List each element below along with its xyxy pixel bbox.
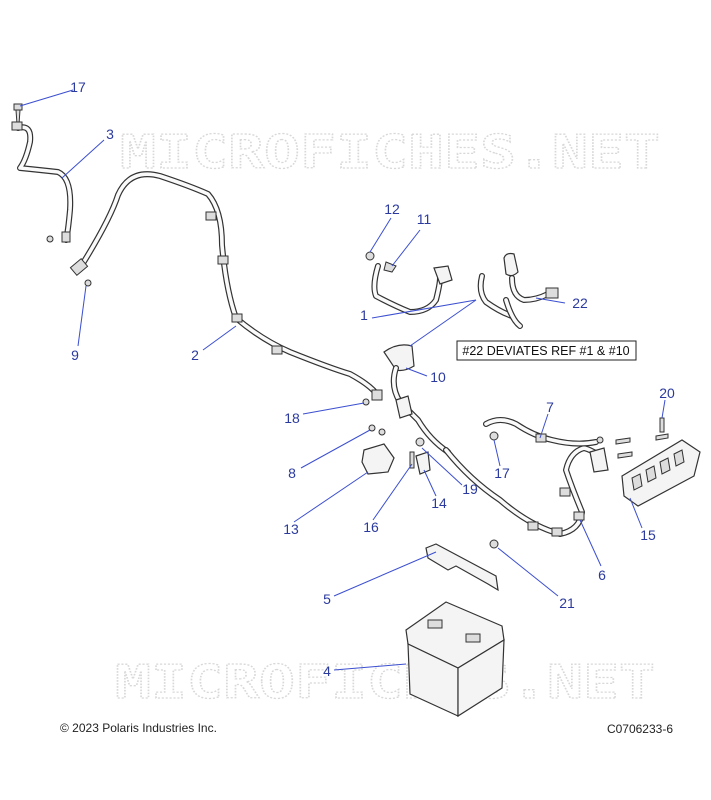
callout-21: 21 <box>559 595 575 611</box>
part-fuse-block-15 <box>621 439 701 507</box>
part-battery-4 <box>405 601 505 718</box>
part-harness-1 <box>371 263 515 319</box>
part-nut-18 <box>362 398 370 406</box>
callout-5: 5 <box>323 591 331 607</box>
callout-22: 22 <box>572 295 588 311</box>
part-relay-13 <box>361 443 395 475</box>
watermark-top: MICROFICHES.NET <box>120 125 660 179</box>
callout-15: 15 <box>640 527 656 543</box>
copyright-text: © 2023 Polaris Industries Inc. <box>60 721 217 735</box>
note-text: #22 DEVIATES REF #1 & #10 <box>462 344 629 358</box>
callout-16: 16 <box>363 519 379 535</box>
callout-10: 10 <box>430 369 446 385</box>
part-nut-19 <box>415 437 425 447</box>
watermark-bottom: MICROFICHES.NET <box>115 655 655 709</box>
note-box <box>456 340 637 361</box>
part-boot-10 <box>383 344 451 455</box>
part-cable-6 <box>443 445 609 537</box>
callout-9: 9 <box>71 347 79 363</box>
callout-7: 7 <box>546 399 554 415</box>
callout-13: 13 <box>283 521 299 537</box>
callout-4: 4 <box>323 663 331 679</box>
part-nut-17-lower <box>489 431 499 441</box>
callout-18: 18 <box>284 410 300 426</box>
part-nut-8b <box>378 428 386 436</box>
part-cable-2 <box>69 171 383 401</box>
part-nut-9 <box>84 279 92 287</box>
diagram-code: C0706233-6 <box>607 722 673 736</box>
part-nut-8 <box>368 424 376 432</box>
callout-3: 3 <box>106 126 114 142</box>
part-bolt-17-top <box>13 103 23 125</box>
callout-1: 1 <box>360 307 368 323</box>
callout-14: 14 <box>431 495 447 511</box>
part-bracket-14 <box>415 451 431 475</box>
part-bolts-20 <box>615 417 669 459</box>
part-nut-12 <box>365 251 375 261</box>
callout-11: 11 <box>417 211 432 227</box>
callout-12: 12 <box>384 201 400 217</box>
callout-8: 8 <box>288 465 296 481</box>
part-bolt-16 <box>409 451 415 469</box>
part-screw-21 <box>489 539 499 549</box>
part-cable-7 <box>483 417 604 447</box>
callout-6: 6 <box>598 567 606 583</box>
callout-17-lower: 17 <box>494 465 510 481</box>
callout-20: 20 <box>659 385 675 401</box>
callouts: 17 3 9 2 12 11 1 22 10 18 7 20 17 8 19 1… <box>70 79 675 679</box>
callout-17-top: 17 <box>70 79 86 95</box>
part-bracket-5 <box>425 543 499 592</box>
callout-19: 19 <box>462 481 478 497</box>
part-cable-3 <box>11 121 74 243</box>
callout-2: 2 <box>191 347 199 363</box>
part-harness-22 <box>503 252 559 329</box>
leader-lines <box>19 89 666 671</box>
